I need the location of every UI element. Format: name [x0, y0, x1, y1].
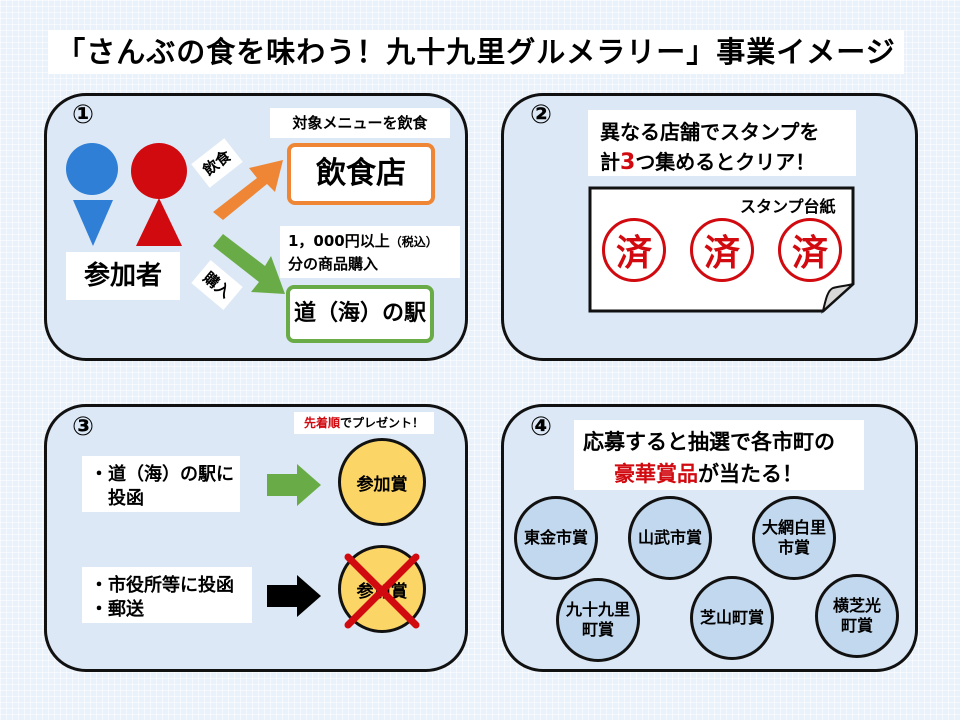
- purchase-amount: 1，000円以上: [288, 232, 390, 250]
- page-title: 「さんぶの食を味わう！九十九里グルメラリー」事業イメージ: [48, 30, 904, 74]
- lottery-line-1: 応募すると抽選で各市町の: [583, 430, 835, 454]
- clear-line-1: 異なる店舗でスタンプを: [600, 120, 820, 144]
- mail-line: ・郵送: [90, 599, 144, 620]
- luxury-prizes: 豪華賞品: [614, 462, 698, 486]
- clear-line-2-suffix: つ集めるとクリア！: [635, 150, 816, 174]
- participant-label: 参加者: [66, 252, 180, 300]
- panel-3-number: ③: [72, 412, 95, 442]
- stamp-1: 済: [602, 218, 666, 282]
- stamp-2: 済: [690, 218, 754, 282]
- stamp-card-label: スタンプ台紙: [740, 197, 836, 216]
- participant-blue-icon: [63, 140, 125, 250]
- prize-sammu: 山武市賞: [628, 496, 712, 580]
- present-label: でプレゼント！: [340, 416, 425, 430]
- restaurant-box: 飲食店: [287, 143, 435, 205]
- station-box: 道（海）の駅: [286, 285, 434, 343]
- buy-arrow-icon: [213, 234, 285, 294]
- cityhall-mail-text: ・市役所等に投函 ・郵送: [82, 567, 252, 623]
- stamp-3: 済: [778, 218, 842, 282]
- participation-award: 参加賞: [338, 438, 426, 526]
- station-dropoff-text: ・道（海）の駅に 投函: [82, 456, 240, 512]
- first-come-note: 先着順でプレゼント！: [294, 412, 434, 434]
- prize-oamishirasato: 大網白里 市賞: [752, 496, 836, 580]
- purchase-tax: （税込）: [389, 235, 438, 249]
- first-come-label: 先着順: [303, 416, 340, 430]
- panel-4-number: ④: [530, 412, 553, 442]
- purchase-label: 1，000円以上（税込） 分の商品購入: [280, 226, 460, 278]
- prize-yokoshibahikari: 横芝光 町賞: [815, 574, 899, 658]
- panel-2-number: ②: [530, 100, 553, 130]
- green-arrow-icon: [267, 464, 321, 506]
- cross-out-icon: [344, 553, 420, 629]
- prize-kujukuri: 九十九里 町賞: [556, 578, 640, 662]
- prize-togane: 東金市賞: [514, 496, 598, 580]
- panel-1-number: ①: [72, 100, 95, 130]
- cityhall-line: ・市役所等に投函: [90, 575, 234, 596]
- clear-line-2-prefix: 計: [600, 150, 620, 174]
- prize-shibayama: 芝山町賞: [690, 576, 774, 660]
- dropoff-line-2: 投函: [108, 488, 144, 509]
- lottery-line-2: が当たる！: [698, 462, 803, 486]
- black-arrow-icon: [267, 575, 321, 617]
- clear-count: 3: [620, 150, 636, 175]
- purchase-goods: 分の商品購入: [288, 255, 379, 273]
- participant-red-icon: [124, 140, 194, 250]
- lottery-text: 応募すると抽選で各市町の 豪華賞品が当たる！: [574, 420, 864, 490]
- clear-condition-text: 異なる店舗でスタンプを 計3つ集めるとクリア！: [588, 110, 856, 176]
- dropoff-line-1: ・道（海）の駅に: [90, 464, 234, 485]
- menu-label: 対象メニューを飲食: [270, 108, 450, 138]
- eat-arrow-icon: [213, 160, 283, 220]
